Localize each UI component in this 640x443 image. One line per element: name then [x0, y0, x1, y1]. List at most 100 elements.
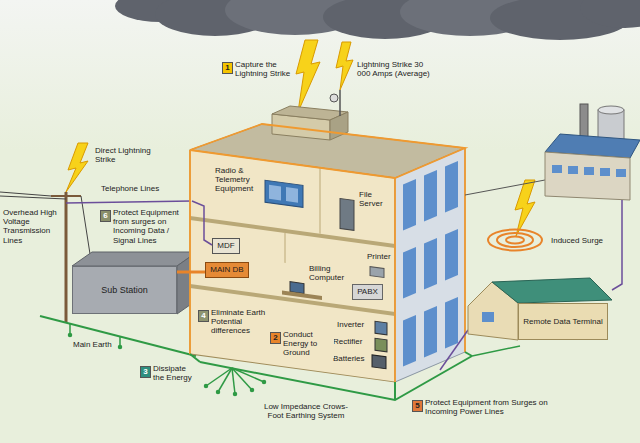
transmission-wire — [0, 196, 66, 199]
rack-panel — [286, 187, 298, 203]
window — [482, 312, 494, 322]
remote-terminal-wall: Remote Data Terminal — [518, 303, 608, 340]
penthouse-side — [330, 112, 348, 140]
earth-rod-tip — [119, 346, 122, 349]
callout-number: 5 — [412, 400, 423, 412]
surge-ring — [506, 237, 524, 244]
earth-link — [472, 346, 520, 356]
interior-wall — [190, 150, 395, 382]
window — [424, 306, 437, 358]
lightning-bolt — [515, 180, 535, 236]
power-cable-connector — [177, 271, 205, 274]
earth-rod-tip — [251, 389, 254, 392]
earth-rod-tip — [205, 385, 208, 388]
callout-label: Lightning Strike 30 000 Amps (Average) — [356, 60, 438, 78]
room-wall — [284, 233, 286, 263]
rack-panel — [269, 185, 281, 201]
earth-rod-tip — [234, 393, 237, 396]
storm-clouds — [115, 0, 640, 40]
callout-number: 1 — [222, 62, 233, 74]
node-text: Remote Data Terminal — [523, 317, 602, 326]
callout-label: Billing Computer — [308, 264, 346, 282]
earth-spur — [232, 368, 252, 390]
factory-wall — [545, 152, 630, 200]
earth-bond — [190, 354, 200, 362]
callout-label: Protect Equipment from surges on Incomin… — [112, 208, 188, 245]
window — [445, 161, 458, 213]
node-text: PABX — [357, 287, 378, 296]
callout-label: Overhead High Voltage Transmission Lines — [2, 208, 62, 245]
callout-label: Conduct Energy to Ground — [282, 330, 334, 358]
antenna-mast — [339, 90, 341, 116]
callout-number: 4 — [198, 310, 209, 322]
callout-label: Radio & Telemetry Equipment — [214, 166, 264, 194]
cloud — [580, 0, 640, 28]
callout-label: Batteries — [332, 354, 366, 363]
file-server — [340, 198, 354, 230]
callout-number: 3 — [140, 366, 151, 378]
down-conductor — [394, 178, 396, 382]
mdf-box: MDF — [212, 238, 240, 254]
earth-rods — [69, 324, 122, 349]
factory-windows — [552, 165, 626, 177]
earth-spur — [232, 368, 264, 382]
lightning-bolt — [336, 42, 353, 90]
earth-rod — [69, 324, 71, 334]
callout-label: Direct Lightning Strike — [94, 146, 158, 164]
callout-label: Protect Equipment from Surges on Incomin… — [424, 398, 554, 416]
substation-building: Sub Station — [72, 266, 177, 314]
callout-label: Eliminate Earth Potential differences — [210, 308, 270, 336]
earth-rod-tip — [263, 381, 266, 384]
window — [424, 238, 437, 290]
callout-label: File Server — [358, 190, 392, 208]
desk — [282, 291, 322, 300]
terminal-roof — [492, 278, 612, 303]
building-side — [395, 148, 465, 382]
callout-number: 6 — [100, 210, 111, 222]
transmission-wire — [81, 196, 90, 254]
window — [600, 168, 610, 176]
data-cable — [192, 201, 212, 245]
earth-spur — [218, 368, 232, 392]
node-text: Sub Station — [101, 285, 148, 295]
earth-ring — [190, 352, 472, 400]
pole-crossarm — [51, 195, 81, 197]
substation-roof — [72, 252, 197, 266]
window — [403, 315, 416, 367]
callout-label: Printer — [366, 252, 392, 261]
side-wall — [395, 148, 465, 382]
window — [616, 169, 626, 177]
power-line — [465, 180, 545, 195]
window — [445, 229, 458, 281]
lightning-bolt — [66, 143, 88, 192]
earth-bond — [465, 352, 472, 356]
callout-label: Inverter — [336, 320, 365, 329]
radio-rack — [265, 180, 303, 207]
pabx-box: PABX — [352, 284, 383, 300]
callout-label: Telephone Lines — [100, 184, 160, 193]
inverter — [375, 321, 387, 335]
lightning-conductors — [190, 124, 465, 382]
earth-rod — [119, 336, 121, 346]
window — [552, 165, 562, 173]
callout-label: Main Earth — [72, 340, 113, 349]
building-interior — [190, 150, 395, 382]
callout-number: 2 — [270, 332, 281, 344]
earth-rod-tip — [69, 334, 72, 337]
node-text: MDF — [217, 241, 234, 250]
callout-label: Induced Surge — [550, 236, 604, 245]
window — [445, 297, 458, 349]
printer — [370, 267, 384, 278]
window — [403, 247, 416, 299]
telephone-wire — [66, 201, 192, 203]
rectifier — [375, 338, 387, 352]
down-conductor — [464, 148, 466, 352]
room-wall — [319, 168, 321, 234]
power-cable — [612, 200, 622, 290]
earth-rod-tip — [217, 391, 220, 394]
earth-bond — [394, 382, 396, 400]
surge-ring — [488, 230, 542, 251]
